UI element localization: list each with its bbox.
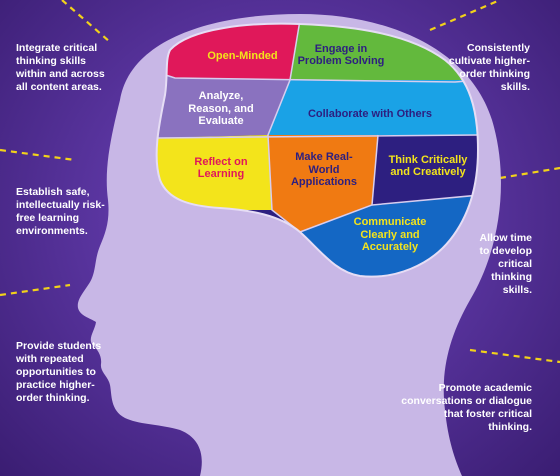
ray-top-right (429, 0, 501, 32)
label-collaborate: Collaborate with Others (290, 100, 450, 128)
tip-bottom-right: Promote academic conversations or dialog… (401, 382, 532, 433)
ray-bottom-right (469, 348, 560, 364)
label-reflect: Reflect on Learning (180, 148, 262, 188)
label-communicate-text: Communicate Clearly and Accurately (353, 216, 427, 254)
label-engage: Engage in Problem Solving (296, 38, 386, 72)
tip-bottom-left: Provide students with repeated opportuni… (16, 340, 102, 404)
ray-bottom-left (0, 283, 71, 297)
region-analyze (156, 70, 290, 138)
region-collaborate (268, 80, 478, 135)
ray-mid-left (0, 148, 76, 162)
label-think-critically-text: Think Critically and Creatively (388, 153, 468, 179)
label-analyze: Analyze, Reason, and Evaluate (178, 86, 264, 132)
label-engage-text: Engage in Problem Solving (297, 42, 385, 68)
label-make-real-world: Make Real-World Applications (282, 142, 366, 198)
label-reflect-text: Reflect on Learning (194, 155, 248, 181)
brain-outline (155, 22, 480, 278)
tip-mid-left: Establish safe, intellectually risk-free… (16, 186, 105, 237)
region-think-critically (372, 135, 478, 205)
ray-top-left (61, 0, 111, 43)
ray-mid-right (499, 166, 560, 180)
tip-top-left: Integrate critical thinking skills withi… (16, 42, 105, 93)
label-open-minded: Open-Minded (195, 42, 290, 70)
tip-mid-right: Allow time to develop critical thinking … (479, 232, 532, 296)
tip-top-right: Consistently cultivate higher-order thin… (448, 42, 530, 93)
label-communicate: Communicate Clearly and Accurately (340, 208, 440, 262)
label-analyze-text: Analyze, Reason, and Evaluate (188, 90, 254, 128)
region-make-real-world (268, 135, 378, 232)
label-collaborate-text: Collaborate with Others (307, 107, 433, 120)
label-make-real-world-text: Make Real-World Applications (290, 151, 357, 189)
region-reflect (156, 135, 272, 210)
label-think-critically: Think Critically and Creatively (382, 146, 474, 186)
label-open-minded-text: Open-Minded (207, 49, 278, 62)
